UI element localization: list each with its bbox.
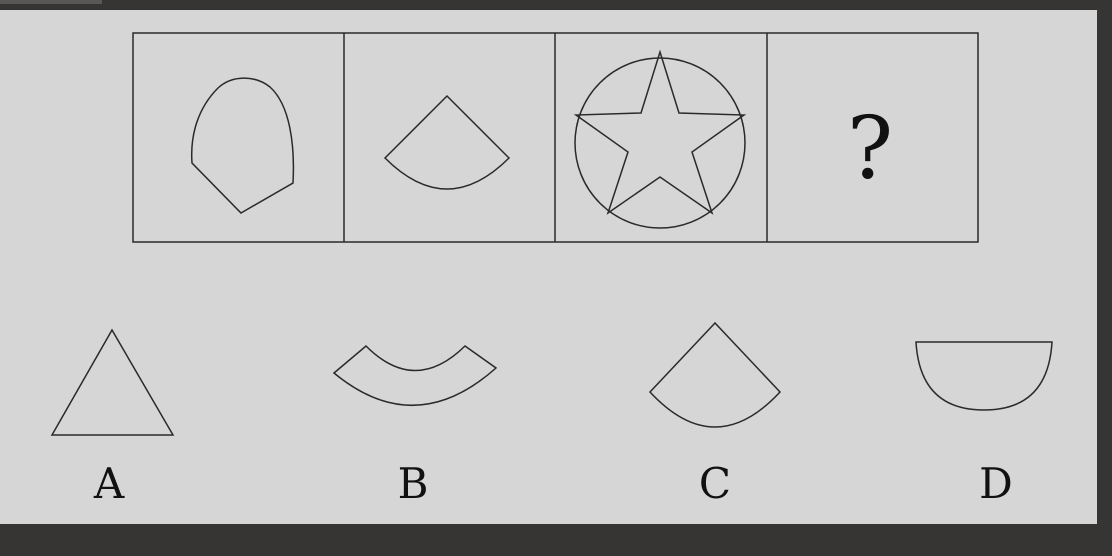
option-a-label: A [93,459,125,508]
sequence-shape-3-star [573,49,747,215]
option-c-shape [648,321,782,428]
option-c-label: C [699,459,731,508]
sequence-shape-3-circle [574,57,746,229]
option-b-shape [332,344,498,407]
option-shapes [50,321,1053,436]
sequence-shape-2 [383,94,511,190]
option-labels: A B C D [93,459,1013,508]
sequence-shape-1 [190,77,295,214]
option-a-shape [50,328,175,436]
sequence-row [132,32,979,243]
puzzle-panel: ? A B C D [0,10,1097,524]
question-mark: ? [847,99,893,199]
option-b-label: B [398,459,429,508]
option-d-shape [915,341,1053,411]
top-tab-stub [0,0,102,4]
option-d-label: D [979,459,1013,508]
puzzle-figure: ? A B C D [50,32,1053,508]
